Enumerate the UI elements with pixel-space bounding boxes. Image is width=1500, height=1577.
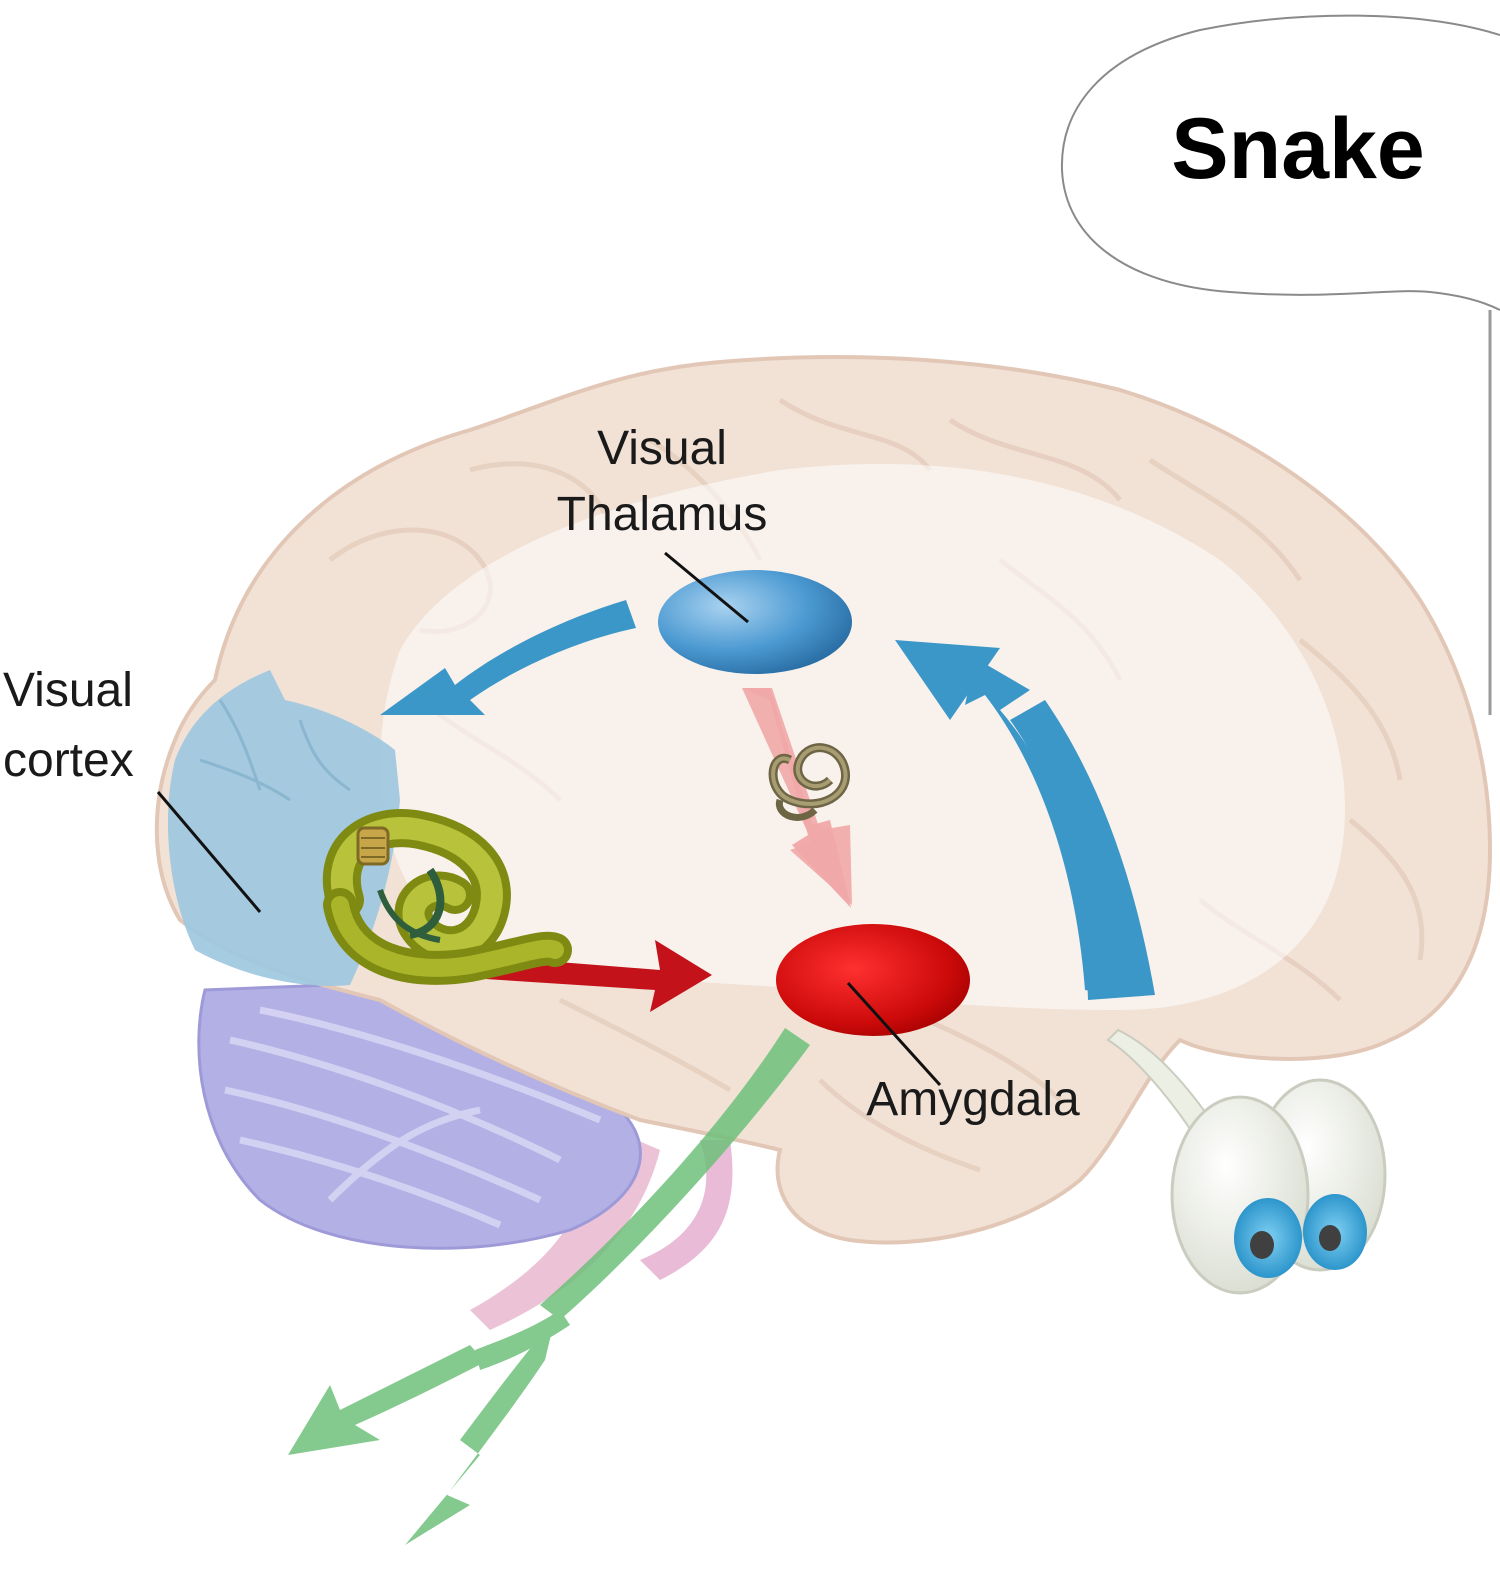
label-visual-cortex-line2: cortex bbox=[3, 734, 134, 787]
label-visual-cortex-line1: Visual bbox=[3, 664, 133, 717]
arrow-amygdala-output bbox=[288, 1028, 810, 1545]
label-amygdala: Amygdala bbox=[866, 1073, 1080, 1126]
label-visual-thalamus: Visual Thalamus bbox=[557, 422, 768, 541]
arrow-eyes-to-thalamus bbox=[895, 640, 1155, 1000]
arrow-cortex-to-amygdala bbox=[470, 940, 712, 1012]
label-visual-cortex: Visual cortex bbox=[3, 664, 134, 787]
label-visual-thalamus-line1: Visual bbox=[597, 422, 727, 475]
speech-bubble: Snake bbox=[1060, 14, 1500, 715]
amygdala-node bbox=[776, 924, 970, 1036]
thalamus-node bbox=[658, 570, 852, 674]
arrow-thalamus-to-cortex bbox=[380, 600, 636, 715]
eyes-icon bbox=[1106, 1028, 1387, 1295]
label-visual-thalamus-line2: Thalamus bbox=[557, 488, 768, 541]
arrow-thalamus-to-amygdala bbox=[742, 688, 852, 908]
bubble-text: Snake bbox=[1171, 101, 1424, 197]
snake-coiled-icon bbox=[322, 809, 572, 985]
snake-small-icon bbox=[768, 743, 850, 821]
leader-lines bbox=[156, 551, 942, 1087]
